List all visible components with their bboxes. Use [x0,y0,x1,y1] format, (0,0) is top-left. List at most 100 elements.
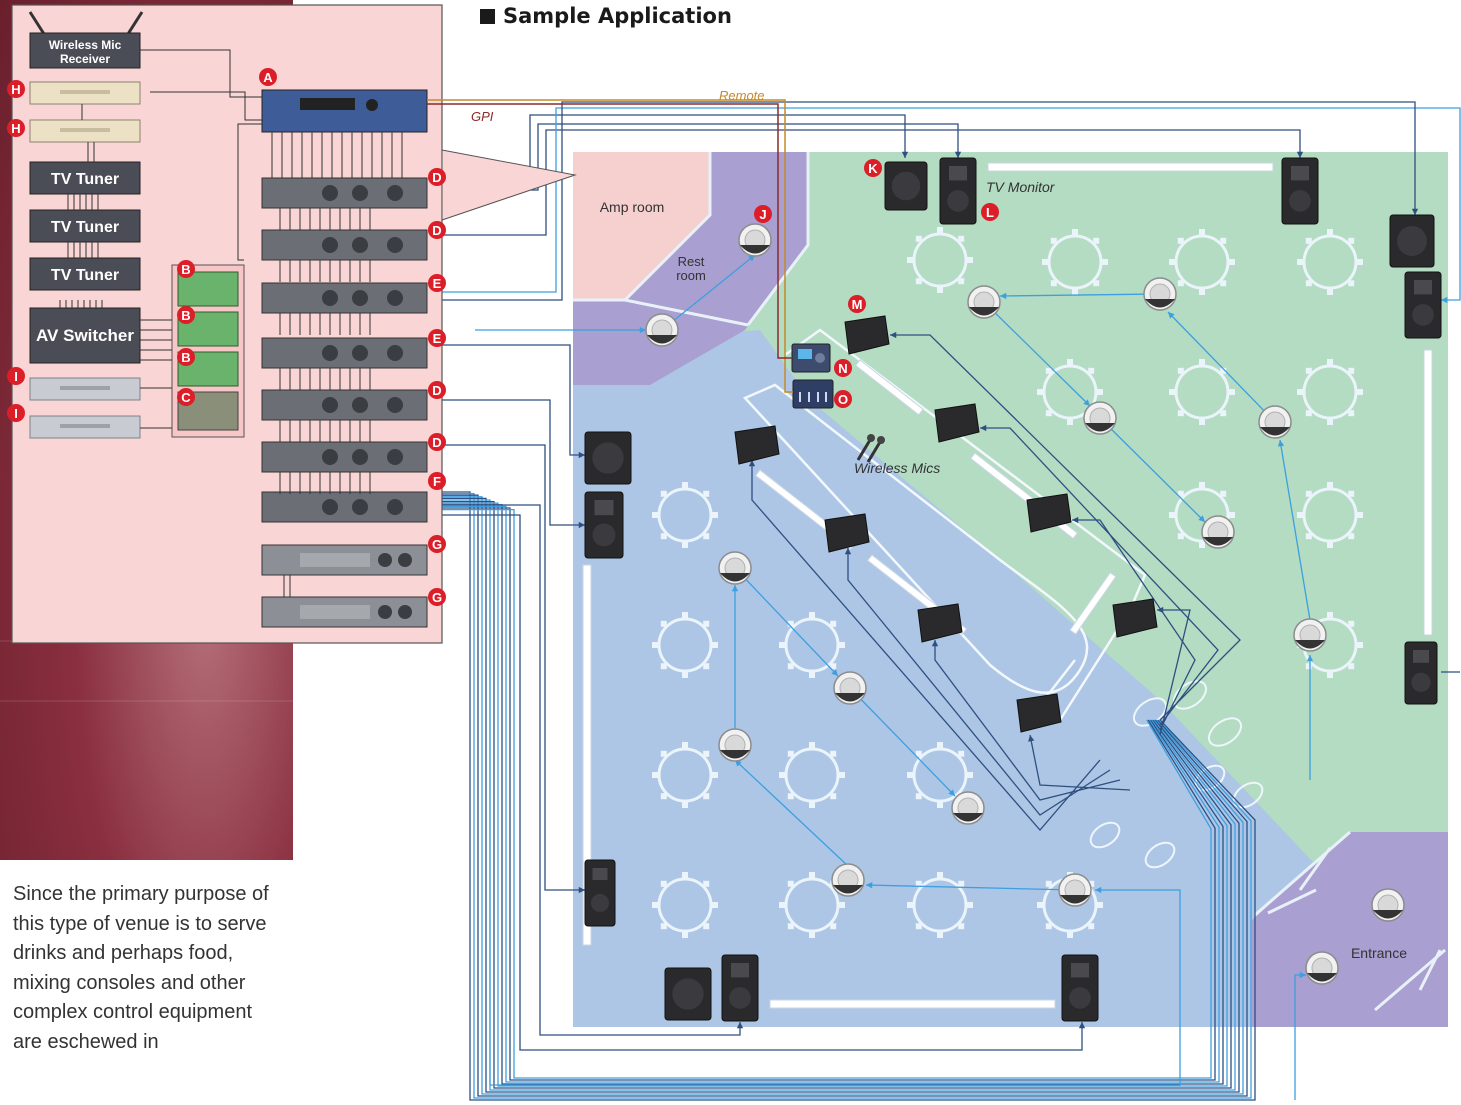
wireless-mic-receiver-label: Wireless Mic [49,38,122,52]
table-chair [660,750,667,757]
tv-tuner-3: TV Tuner [29,257,141,291]
ceil-chain-2-arrow [1000,292,1007,300]
floor-speaker-4 [1389,214,1435,268]
table-chair [1042,259,1048,265]
entrance-zone [1252,832,1448,1027]
marker-label: E [433,331,442,346]
bundle-wire-10 [427,505,1220,1083]
marker-disc [428,472,446,490]
bar-feed-4-arrow [1157,606,1164,614]
table-chair [915,923,922,930]
table-chair [839,902,845,908]
ceil-chain-4-arrow [1198,515,1205,522]
table-top [1047,234,1103,290]
marker-d-10: D [428,381,446,399]
speaker-shadow [835,693,865,702]
table-chair [1045,923,1052,930]
table-11 [779,612,845,678]
table-chair [1088,923,1095,930]
marker-label: D [432,170,441,185]
table-chair [1348,280,1355,287]
table-chair [1327,359,1333,365]
speaker-woofer [1289,190,1311,212]
floor-speaker-8 [584,859,616,927]
gpi-label: GPI [471,109,494,124]
remote-wire [427,99,793,393]
table-chair [1072,289,1078,295]
marker-disc [177,260,195,278]
dvd-player-4 [29,415,141,439]
side-paragraph: Since the primary purpose of this type o… [13,883,269,1053]
eq-knob-1 [378,605,392,619]
table-chair [660,793,667,800]
ceil-chain-12-arrow [866,881,873,889]
marker-n: N [834,359,852,377]
marker-disc [259,68,277,86]
table-top [657,617,713,673]
table-top [784,747,840,803]
floor-speaker-7 [584,491,624,559]
marker-label: M [852,297,863,312]
ceiling-speaker-14 [1293,618,1327,652]
marker-disc [834,359,852,377]
marker-disc [7,119,25,137]
ceiling-speaker-4 [1143,277,1177,311]
speaker-shadow [740,245,770,254]
table-chair [839,772,845,778]
bar-feed-5-arrow [748,460,756,467]
ceiling-speaker-1 [738,223,772,257]
table-chair [652,642,658,648]
bar-speaker-3 [934,403,980,443]
amp-knob-1 [322,397,338,413]
control-panel-o [792,379,834,409]
marker-c-5: C [177,388,195,406]
dvd-to-a [150,91,262,121]
bar-speaker-body [1026,493,1072,533]
ceiling-speaker-6 [1258,405,1292,439]
ceiling-speaker-9 [833,671,867,705]
expansion-card-b2 [177,311,239,347]
table-chair [1037,902,1043,908]
marker-label: J [759,207,766,222]
table-chair [1045,367,1052,374]
marker-label: F [433,474,441,489]
table-chair [682,542,688,548]
table-top [912,877,968,933]
marker-k: K [864,159,882,177]
table-chair [1357,259,1363,265]
bundle-wire-12 [427,508,1212,1079]
table-chair [1348,620,1355,627]
bar-feed-6-arrow [844,548,852,555]
table-chair [660,923,667,930]
amplifier-2 [261,229,428,261]
speaker-shadow [1203,537,1233,546]
marker-disc [834,390,852,408]
table-chair [967,772,973,778]
amp-knob-3 [387,345,403,361]
marker-label: D [432,223,441,238]
table-chair [937,742,943,748]
table-chair [915,793,922,800]
table-chair [703,663,710,670]
speaker-horn [1071,963,1089,978]
table-chair [1177,237,1184,244]
table-chair [1348,237,1355,244]
speaker-horn [1291,166,1309,181]
speaker-horn [949,166,967,181]
table-chair [915,235,922,242]
floor-speaker-2 [939,157,977,225]
table-chair [1229,259,1235,265]
speaker-shadow [1307,973,1337,982]
speaker-horn [1414,280,1432,295]
amp-room-label: Amp room [600,199,665,215]
table-chair [682,482,688,488]
tv-tuner-2-label: TV Tuner [51,219,119,236]
table-chair [1037,389,1043,395]
table-top [1302,364,1358,420]
table-chair [937,932,943,938]
table-chair [1169,512,1175,518]
amp-knob-3 [387,449,403,465]
table-chair [1072,229,1078,235]
table-chair [937,227,943,233]
amplifier-8 [261,544,428,576]
